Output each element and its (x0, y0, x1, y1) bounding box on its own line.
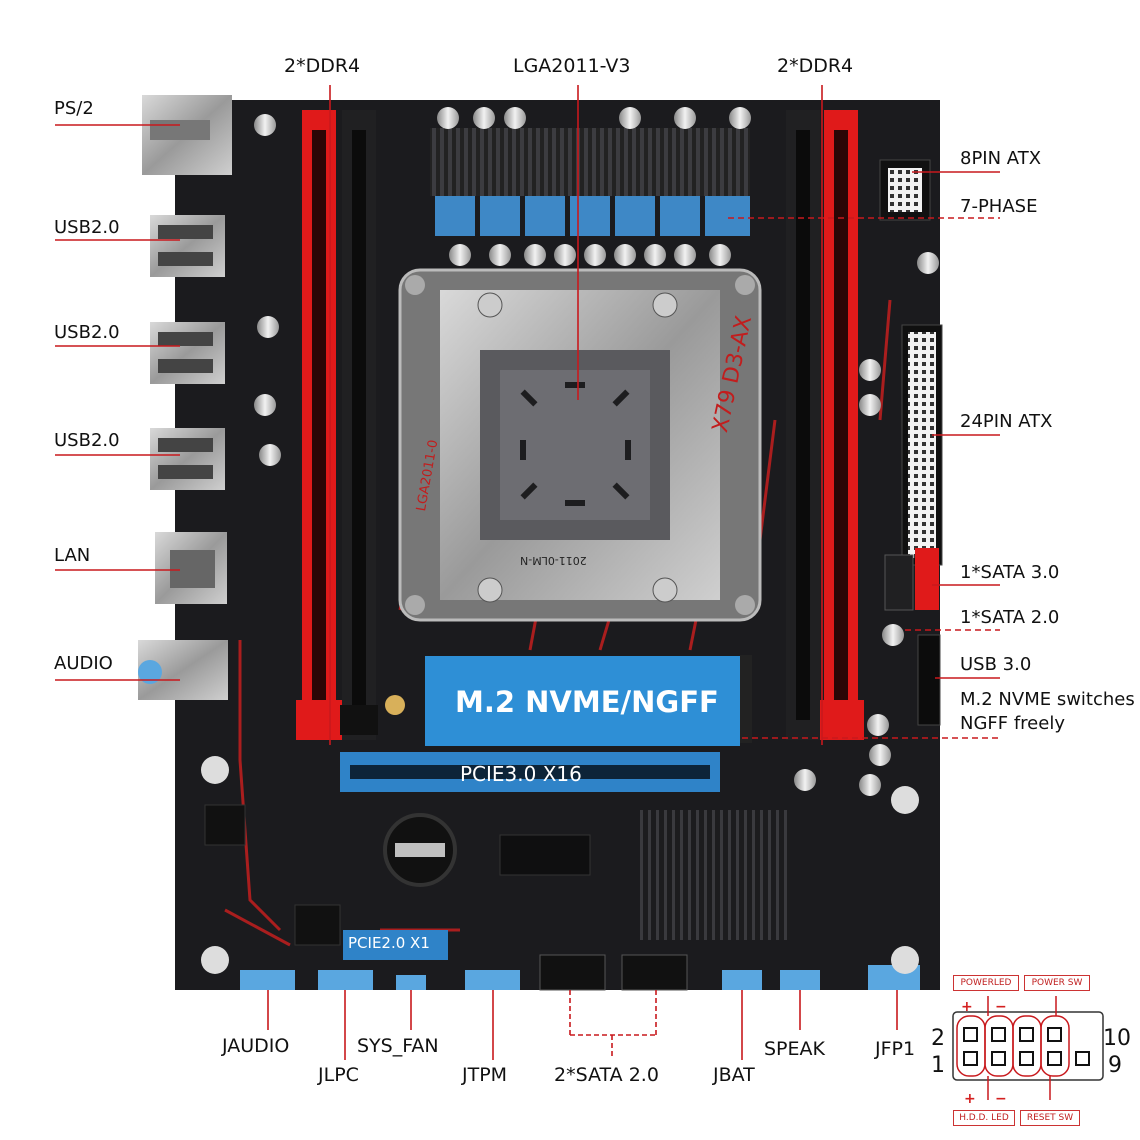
jfp1-resetsw-box: RESET SW (1020, 1110, 1080, 1126)
label-jlpc: JLPC (318, 1064, 359, 1086)
label-jaudio: JAUDIO (222, 1035, 290, 1057)
label-sata3: 1*SATA 3.0 (960, 562, 1060, 583)
usb3-header (917, 634, 941, 726)
jfp1-minus-2: − (995, 1091, 1007, 1107)
label-usb-2: USB2.0 (54, 322, 120, 343)
jfp1-pin-9: 9 (1108, 1053, 1122, 1078)
label-lan: LAN (54, 545, 91, 566)
jfp1-plus-1: + (961, 999, 973, 1015)
label-phase: 7-PHASE (960, 196, 1038, 217)
label-usb30: USB 3.0 (960, 654, 1032, 675)
label-jtpm: JTPM (462, 1064, 508, 1086)
chipset-heatsink (640, 810, 790, 940)
jfp1-plus-2: + (964, 1091, 976, 1107)
label-jfp1: JFP1 (875, 1038, 916, 1060)
chokes (435, 196, 750, 236)
jfp1-minus-1: − (995, 999, 1007, 1015)
jfp1-powerled-box: POWERLED (953, 975, 1019, 991)
label-sata2-bottom: 2*SATA 2.0 (554, 1064, 659, 1086)
label-cpu-socket: LGA2011-V3 (513, 55, 631, 77)
silk-ilm: 2011-0LM-N (520, 554, 587, 567)
m2-slot (425, 656, 740, 746)
label-ddr4-left: 2*DDR4 (284, 55, 361, 77)
label-ddr4-right: 2*DDR4 (777, 55, 854, 77)
jfp1-hddled-box: H.D.D. LED (953, 1110, 1015, 1126)
dimm-slots-right (786, 110, 864, 740)
jfp1-pin-10: 10 (1103, 1026, 1131, 1051)
sata-black (884, 554, 914, 611)
jfp1-powersw-box: POWER SW (1024, 975, 1090, 991)
jfp1-pin-1: 1 (931, 1053, 945, 1078)
label-sys-fan: SYS_FAN (357, 1035, 439, 1057)
label-speak: SPEAK (764, 1038, 825, 1060)
label-ps2: PS/2 (54, 98, 94, 119)
label-atx8: 8PIN ATX (960, 148, 1042, 169)
pcie-x1-label: PCIE2.0 X1 (348, 934, 430, 952)
pcie-x1-slot (343, 930, 448, 960)
jfp1-pin-2: 2 (931, 1026, 945, 1051)
callout-lines (55, 85, 1000, 1060)
label-m2-note-2: NGFF freely (960, 713, 1065, 734)
jfp1-pin-diagram (952, 996, 1104, 1100)
label-audio: AUDIO (54, 653, 113, 674)
sata-red (915, 548, 939, 610)
m2-slot-label: M.2 NVME/NGFF (455, 685, 719, 719)
cpu-socket (398, 268, 762, 622)
capacitors (254, 107, 939, 796)
label-atx24: 24PIN ATX (960, 411, 1053, 432)
pcie-x16-label: PCIE3.0 X16 (460, 762, 582, 786)
label-usb-3: USB2.0 (54, 430, 120, 451)
label-usb-1: USB2.0 (54, 217, 120, 238)
bottom-headers (201, 695, 920, 991)
usb-ports (150, 215, 225, 490)
label-sata2-side: 1*SATA 2.0 (960, 607, 1060, 628)
label-m2-note-1: M.2 NVME switches (960, 689, 1135, 710)
vrm-heatsink (430, 128, 750, 196)
label-jbat: JBAT (713, 1064, 755, 1086)
